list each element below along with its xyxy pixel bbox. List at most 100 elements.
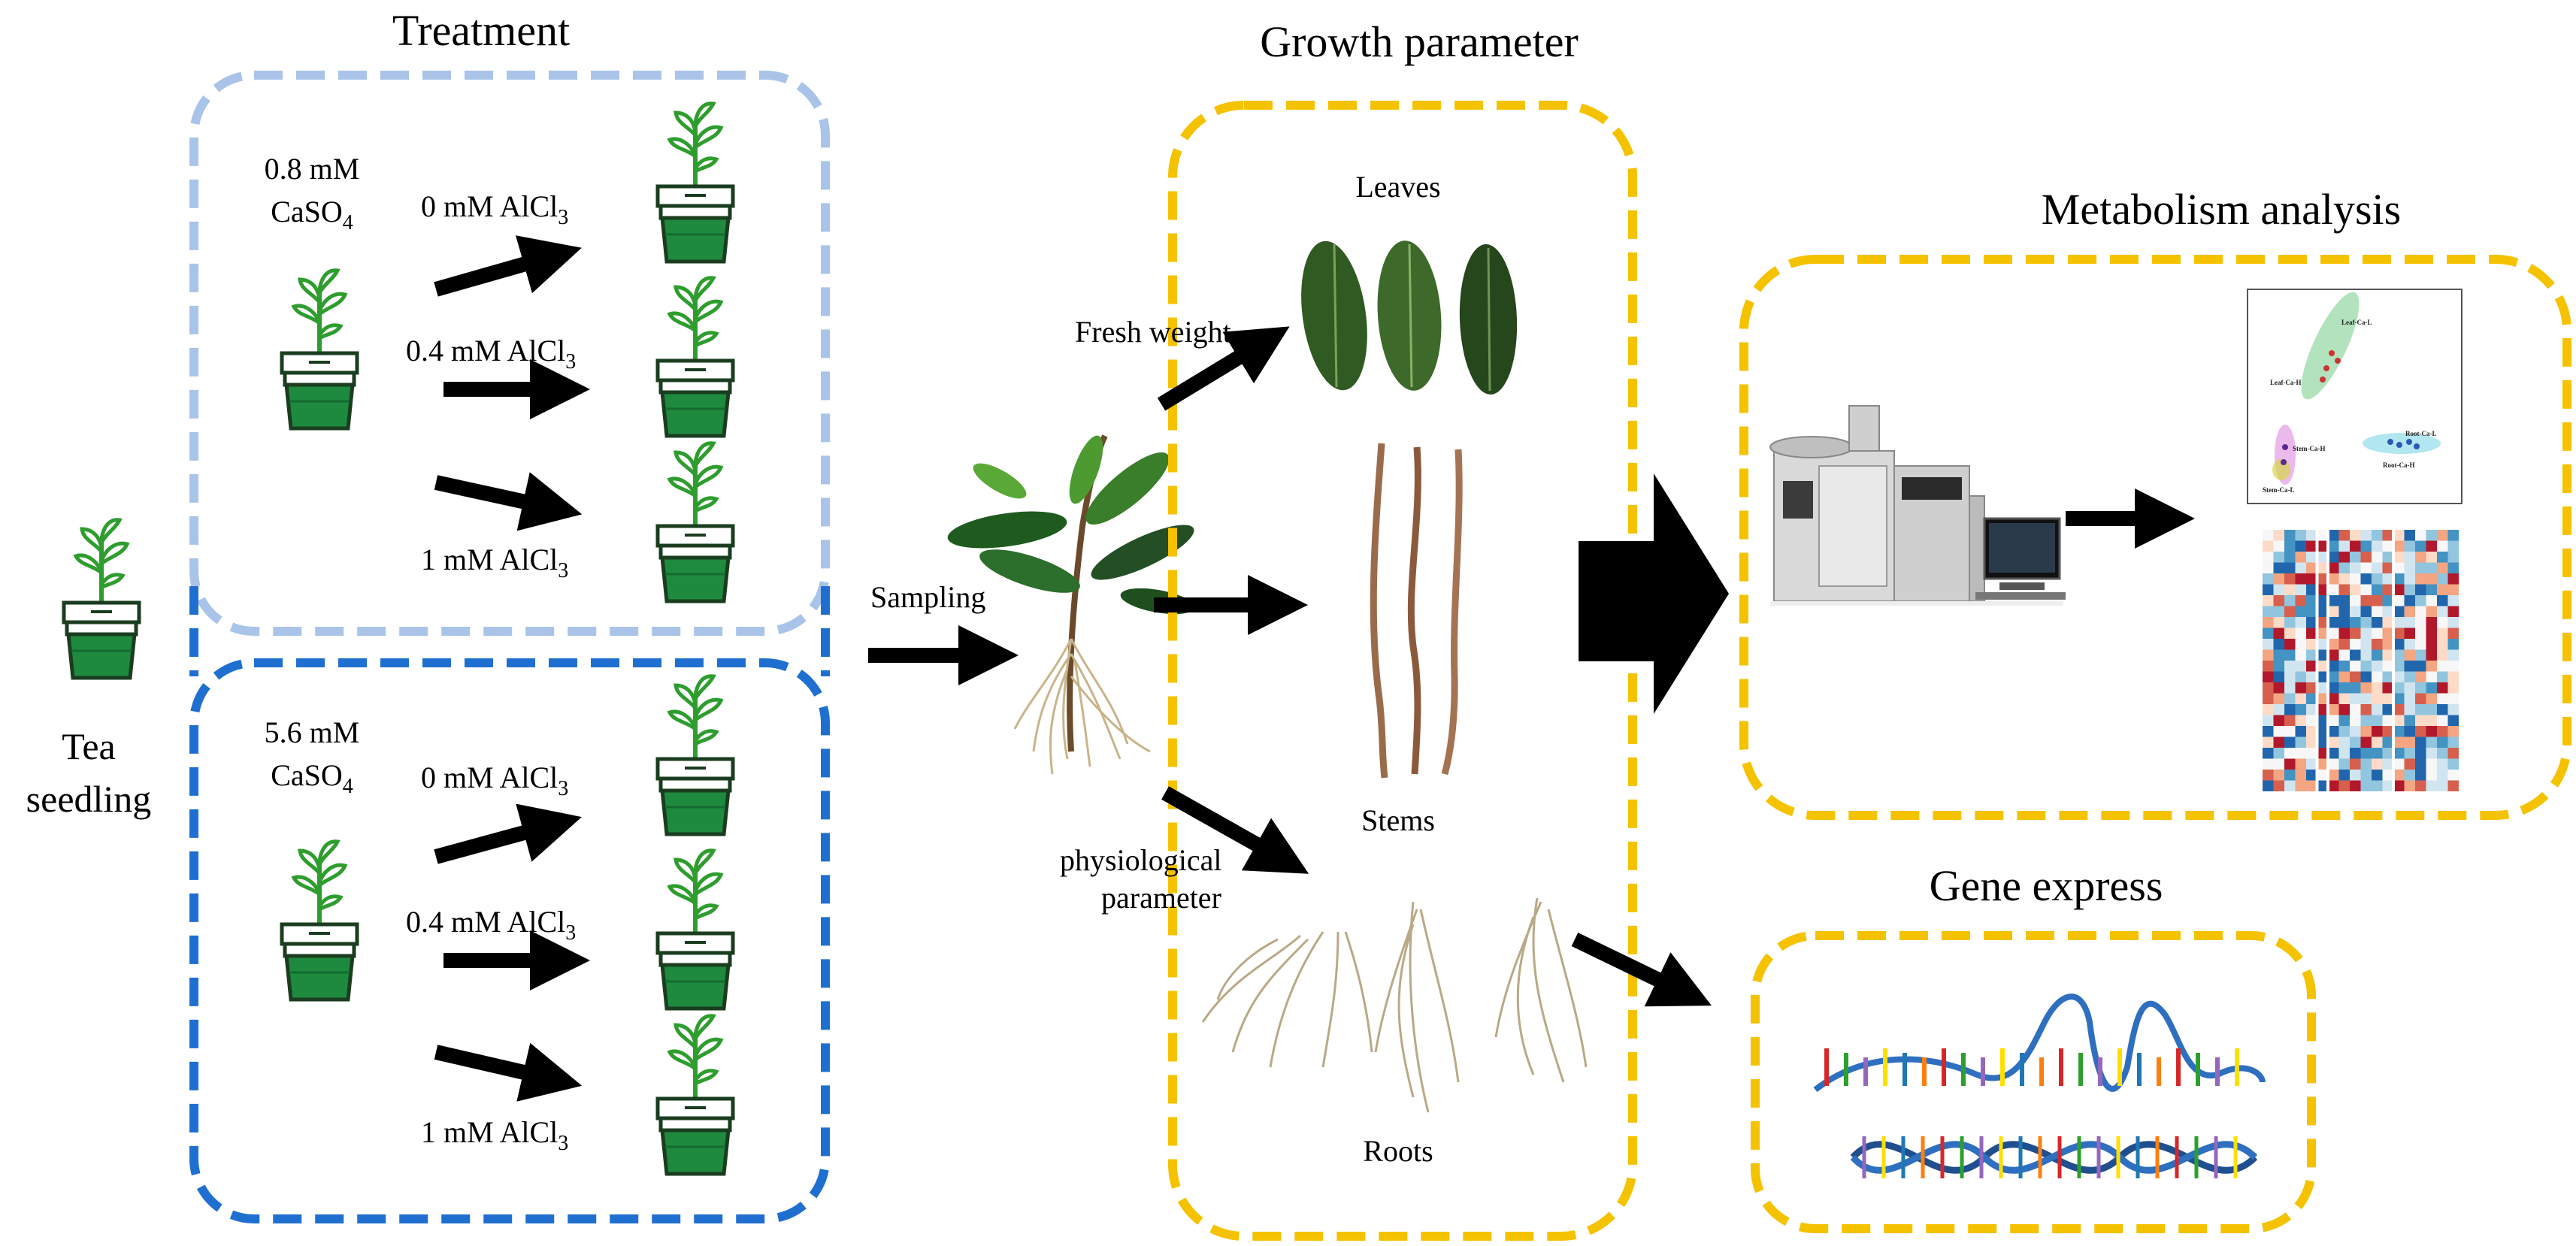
heatmap-cell — [2263, 780, 2274, 791]
heatmap-cell — [2317, 639, 2328, 650]
heatmap-cell — [2393, 649, 2405, 661]
heatmap-cell — [2263, 584, 2274, 595]
metabolism-title: Metabolism analysis — [2042, 185, 2401, 234]
heatmap-cell — [2295, 617, 2306, 628]
heatmap-cell — [2415, 540, 2426, 552]
heatmap-cell — [2306, 780, 2317, 791]
heatmap-cell — [2415, 715, 2426, 726]
heatmap-gap — [2315, 530, 2319, 791]
heatmap-cell — [2415, 682, 2426, 694]
heatmap-cell — [2447, 639, 2459, 650]
heatmap-cell — [2360, 595, 2372, 606]
heatmap-cell — [2273, 573, 2284, 585]
heatmap-cell — [2295, 682, 2306, 694]
heatmap-cell — [2437, 584, 2448, 595]
heatmap-cell — [2415, 617, 2426, 628]
heatmap-cell — [2447, 552, 2459, 563]
heatmap-cell — [2360, 661, 2372, 672]
heatmap-cell — [2426, 693, 2437, 704]
heatmap-cell — [2263, 682, 2274, 694]
heatmap-cell — [2350, 693, 2361, 704]
heatmap-cell — [2447, 628, 2459, 639]
heatmap-cell — [2273, 595, 2284, 606]
heatmap-cell — [2393, 758, 2405, 770]
heatmap-cell — [2437, 540, 2448, 552]
heatmap-cell — [2447, 671, 2459, 682]
group1-arrow-0 — [434, 235, 582, 297]
heatmap-cell — [2382, 540, 2393, 552]
group2-treatment-1: 0.4 mM AlCl3 — [406, 905, 576, 945]
heatmap-cell — [2338, 758, 2350, 770]
heatmap-cell — [2273, 770, 2284, 781]
heatmap-cell — [2306, 661, 2317, 672]
heatmap-cell — [2447, 573, 2459, 585]
heatmap-cell — [2350, 628, 2361, 639]
heatmap-cell — [2328, 748, 2339, 759]
heatmap-cell — [2437, 671, 2448, 682]
heatmap-cell — [2393, 661, 2405, 672]
heatmap-cell — [2338, 552, 2350, 563]
heatmap-cell — [2295, 736, 2306, 748]
heatmap-cell — [2338, 704, 2350, 715]
group1-result-pot-0 — [658, 104, 733, 262]
heatmap-cell — [2404, 639, 2415, 650]
heatmap-cell — [2404, 780, 2415, 791]
heatmap-cell — [2415, 780, 2426, 791]
heatmap-cell — [2360, 671, 2372, 682]
heatmap-cell — [2404, 736, 2415, 748]
heatmap-cell — [2328, 661, 2339, 672]
heatmap-cell — [2360, 606, 2372, 617]
heatmap-cell — [2338, 573, 2350, 585]
heatmap-cell — [2350, 584, 2361, 595]
heatmap-cell — [2284, 661, 2296, 672]
heatmap-cell — [2372, 649, 2383, 661]
heatmap-cell — [2263, 552, 2274, 563]
heatmap-cell — [2284, 639, 2296, 650]
heatmap-cell — [2447, 748, 2459, 759]
roots-to-gene-arrow — [1571, 932, 1712, 1007]
heatmap-cell — [2263, 736, 2274, 748]
heatmap-cell — [2306, 606, 2317, 617]
heatmap-cell — [2415, 584, 2426, 595]
heatmap-cell — [2295, 584, 2306, 595]
heatmap-cell — [2415, 562, 2426, 573]
heatmap-cell — [2447, 682, 2459, 694]
heatmap-cell — [2360, 682, 2372, 694]
heatmap-cell — [2426, 573, 2437, 585]
heatmap-cell — [2350, 780, 2361, 791]
heatmap-cell — [2338, 562, 2350, 573]
heatmap-cell — [2404, 671, 2415, 682]
heatmap-cell — [2263, 649, 2274, 661]
heatmap-cell — [2284, 573, 2296, 585]
heatmap-cell — [2295, 530, 2306, 541]
heatmap-cell — [2393, 770, 2405, 781]
heatmap-cell — [2426, 682, 2437, 694]
heatmap-cell — [2426, 617, 2437, 628]
group1-result-pot-2 — [658, 443, 733, 601]
heatmap-cell — [2338, 748, 2350, 759]
heatmap-cell — [2295, 595, 2306, 606]
heatmap-cell — [2382, 736, 2393, 748]
heatmap-cell — [2360, 584, 2372, 595]
heatmap-cell — [2415, 552, 2426, 563]
pca-scatter-icon: Leaf-Ca-L Leaf-Ca-H Stem-Ca-H Stem-Ca-L … — [2247, 289, 2462, 504]
heatmap-cell — [2393, 530, 2405, 541]
heatmap-cell — [2273, 562, 2284, 573]
heatmap-cell — [2263, 595, 2274, 606]
heatmap-cell — [2350, 736, 2361, 748]
heatmap-cell — [2404, 682, 2415, 694]
heatmap-cell — [2404, 628, 2415, 639]
heatmap-cell — [2426, 540, 2437, 552]
heatmap-cell — [2295, 649, 2306, 661]
heatmap-cell — [2393, 671, 2405, 682]
heatmap-cell — [2338, 595, 2350, 606]
heatmap-cell — [2447, 617, 2459, 628]
heatmap-cell — [2372, 715, 2383, 726]
heatmap-cell — [2263, 715, 2274, 726]
heatmap-cell — [2328, 758, 2339, 770]
heatmap-cell — [2328, 628, 2339, 639]
heatmap-cell — [2317, 562, 2328, 573]
heatmap-cell — [2263, 540, 2274, 552]
heatmap-gap — [2392, 530, 2395, 791]
heatmap-cell — [2284, 726, 2296, 737]
